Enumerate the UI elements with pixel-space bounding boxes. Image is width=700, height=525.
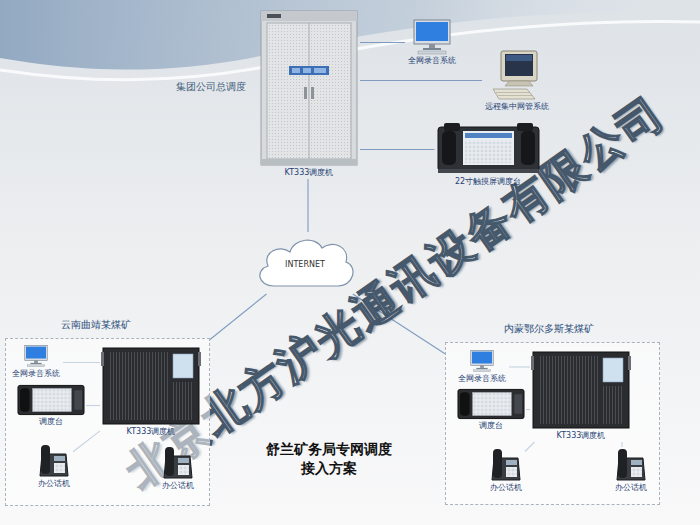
device-icon [21,344,51,368]
device-label: 办公话机 [160,480,196,491]
recorder-pc: 全网录音系统 [455,348,509,385]
dispatch-rack: KT333调度机 [100,345,202,438]
network-link [307,179,308,232]
device-label: KT333调度机 [283,167,336,178]
device-label: KT333调度机 [125,426,178,437]
device-icon [436,121,541,176]
dispatch-rack: KT333调度机 [530,349,632,442]
dispatch-cabinet: KT333调度机 [258,8,360,179]
touch-console: 22寸触摸屏调度台 [435,120,542,188]
device-icon [531,350,631,430]
recorder-pc: 全网录音系统 [405,18,459,67]
office-phone: 办公话机 [487,447,525,494]
device-icon [489,49,545,101]
office-phone: 办公话机 [159,445,197,492]
device-label: 办公话机 [613,482,649,493]
device-icon [259,9,359,167]
device-icon [467,349,497,373]
device-label: 办公话机 [488,482,524,493]
network-link [360,149,435,150]
mine-region: 云南曲靖某煤矿全网录音系统KT333调度机调度台办公话机办公话机 [5,338,210,506]
device-label: 全网录音系统 [406,55,458,66]
device-label: 调度台 [477,420,505,431]
network-link [360,80,482,81]
office-phone: 办公话机 [612,447,650,494]
office-phone: 办公话机 [35,443,73,490]
internet-cloud: INTERNET [252,232,358,294]
diagram-title: 舒兰矿务局专网调度 接入方案 [262,440,396,478]
device-label: 调度台 [37,416,65,427]
cloud-label: INTERNET [285,260,325,270]
device-icon [163,446,193,480]
device-icon [39,444,69,478]
device-icon [101,346,201,426]
device-label: 远程集中网管系统 [483,101,551,112]
network-link [360,42,405,43]
device-icon [17,384,85,416]
dispatch-console: 调度台 [456,387,526,432]
device-label: 办公话机 [36,478,72,489]
device-icon [491,448,521,482]
device-label: KT333调度机 [555,430,608,441]
site-label: 集团公司总调度 [176,80,246,94]
region-heading: 云南曲靖某煤矿 [61,318,131,332]
device-icon [616,448,646,482]
device-label: 全网录音系统 [10,368,62,379]
device-icon [408,19,456,55]
device-label: 全网录音系统 [456,373,508,384]
dispatch-console: 调度台 [16,383,86,428]
device-label: 22寸触摸屏调度台 [453,176,523,187]
region-heading: 内蒙鄂尔多斯某煤矿 [504,322,594,336]
mine-region: 内蒙鄂尔多斯某煤矿全网录音系统KT333调度机调度台办公话机办公话机 [445,342,660,505]
network-link [210,294,266,339]
nms-terminal: 远程集中网管系统 [482,48,552,113]
device-icon [457,388,525,420]
recorder-pc: 全网录音系统 [9,343,63,380]
